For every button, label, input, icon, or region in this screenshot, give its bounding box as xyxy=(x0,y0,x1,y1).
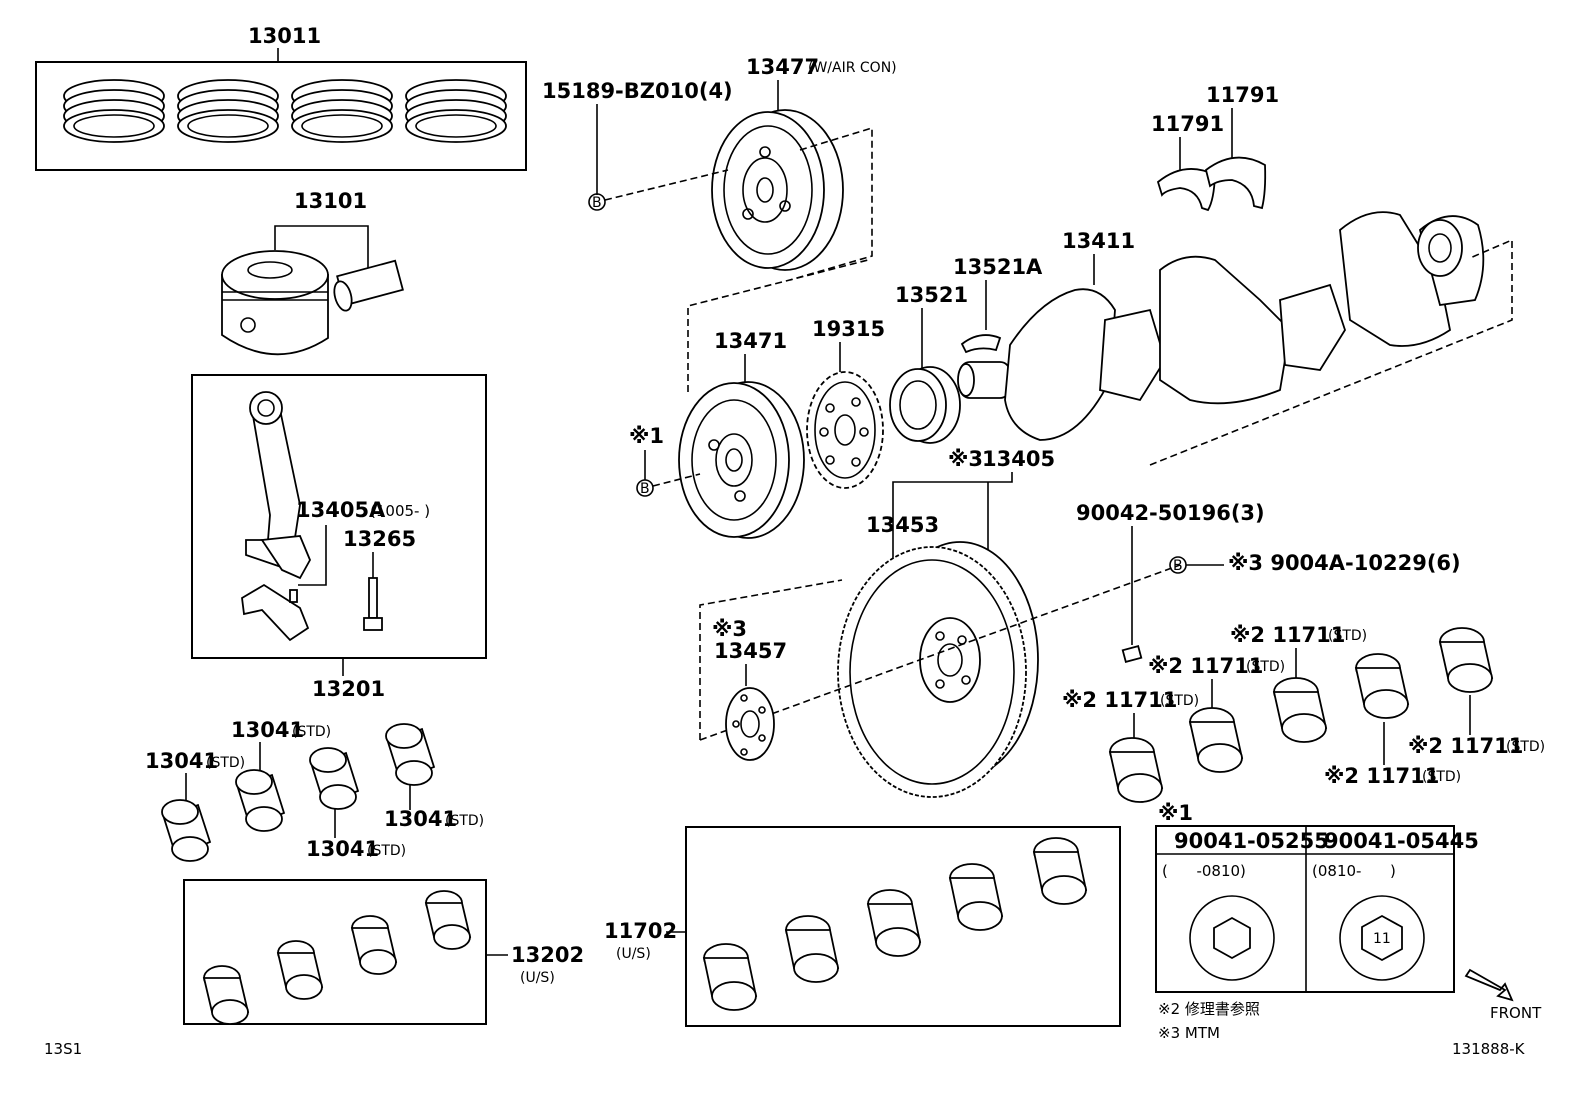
callout-11711-4-note: (STD) xyxy=(1506,739,1545,755)
callout-13011: 13011 xyxy=(248,24,321,48)
callout-11791-a: 11791 xyxy=(1206,83,1279,107)
crank-timing-gear-13521[interactable]: 13521 xyxy=(889,283,968,444)
thrust-washer-set-11791[interactable]: 11791 11791 xyxy=(1151,83,1279,212)
callout-13041-b-note: (STD) xyxy=(206,755,245,771)
reference-b-mark-3: B xyxy=(1169,556,1187,574)
flywheel-plate-13457[interactable]: ※3 13457 xyxy=(712,617,787,761)
timing-rotor-19315[interactable]: 19315 xyxy=(806,317,885,489)
variant-col-1: 90041-05255 xyxy=(1174,829,1329,853)
callout-13202-note: (U/S) xyxy=(520,970,555,986)
dashed-leader-b1 xyxy=(604,169,729,201)
callout-13041-c-note: (STD) xyxy=(445,813,484,829)
footnote-3: ※3 MTM xyxy=(1158,1024,1220,1042)
callout-13101: 13101 xyxy=(294,189,367,213)
callout-90042: 90042-50196(3) xyxy=(1076,501,1265,525)
reference-b-mark-2: B xyxy=(636,479,654,497)
variant-range-1: ( -0810) xyxy=(1162,862,1246,880)
callout-13041-a-note: (STD) xyxy=(292,724,331,740)
callout-11711-3-note: (STD) xyxy=(1160,693,1199,709)
flywheel-13405[interactable]: ※3 13405 13453 xyxy=(699,447,1181,798)
callout-13405A-range: (1005- ) xyxy=(370,502,430,520)
reference-b-mark-1: B xyxy=(588,193,606,211)
callout-13477: 13477 xyxy=(746,55,819,79)
figure-code: 131888-K xyxy=(1452,1040,1526,1058)
variant-table-mark: ※1 xyxy=(1158,801,1193,825)
bolt-size-label: 11 xyxy=(1373,931,1391,947)
front-label: FRONT xyxy=(1490,1004,1542,1022)
main-bearing-set-11711[interactable]: ※2 11711 (STD) ※2 11711 (STD) ※2 11711 (… xyxy=(1062,623,1545,803)
callout-13521A: 13521A xyxy=(953,255,1043,279)
callout-19315: 19315 xyxy=(812,317,885,341)
callout-11711-5: ※2 11711 xyxy=(1324,764,1439,788)
callout-13521: 13521 xyxy=(895,283,968,307)
callout-11711-3: ※2 11711 xyxy=(1062,688,1177,712)
rod-bearing-set-13041[interactable]: 13041 (STD) 13041 (STD) 13041 (STD) 1304… xyxy=(145,718,484,862)
callout-13457-mark: ※3 xyxy=(712,617,747,641)
bolt-head-icon-hex xyxy=(1189,895,1275,981)
callout-13202: 13202 xyxy=(511,943,584,967)
callout-11711-4: ※2 11711 xyxy=(1408,734,1523,758)
document-code: 13S1 xyxy=(44,1040,82,1058)
svg-text:B: B xyxy=(1173,558,1183,574)
callout-13265: 13265 xyxy=(343,527,416,551)
callout-9004A: ※3 9004A-10229(6) xyxy=(1228,551,1461,575)
callout-11702: 11702 xyxy=(604,919,677,943)
callout-13041-c: 13041 xyxy=(384,807,457,831)
variant-range-2: (0810- ) xyxy=(1312,862,1396,880)
crankshaft-13411[interactable]: 13411 xyxy=(957,211,1513,466)
callout-13471: 13471 xyxy=(714,329,787,353)
callout-13457: 13457 xyxy=(714,639,787,663)
callout-13405: 13405 xyxy=(982,447,1055,471)
callout-13041-d: 13041 xyxy=(306,837,379,861)
callout-15189: 15189-BZ010(4) xyxy=(542,79,733,103)
piston-ring-set-13011[interactable]: 13011 xyxy=(35,24,527,171)
front-direction-arrow-icon xyxy=(1464,968,1514,1002)
piston-with-pin-13101[interactable]: 13101 xyxy=(221,189,404,356)
dowel-pin-90042[interactable] xyxy=(1121,645,1143,663)
variant-col-2: 90041-05445 xyxy=(1324,829,1479,853)
callout-11711-2: ※2 11711 xyxy=(1148,654,1263,678)
callout-11711-1-note: (STD) xyxy=(1328,628,1367,644)
svg-text:B: B xyxy=(592,195,602,211)
callout-13405-mark: ※3 xyxy=(948,447,983,471)
callout-13411: 13411 xyxy=(1062,229,1135,253)
main-bearing-us-set-11702[interactable]: 11702 (U/S) xyxy=(604,826,1121,1027)
callout-13201: 13201 xyxy=(312,677,385,701)
mark-1-label: ※1 xyxy=(629,424,664,448)
callout-13405A: 13405A xyxy=(296,498,386,522)
callout-13041-a: 13041 xyxy=(231,718,304,742)
callout-11711-2-note: (STD) xyxy=(1246,659,1285,675)
callout-13477-note: (W/AIR CON) xyxy=(808,60,897,76)
bolt-variant-table: ※1 90041-05255 90041-05445 ( -0810) (081… xyxy=(1155,801,1479,993)
crankshaft-pulley-13471[interactable]: 13471 xyxy=(678,259,869,539)
dashed-leader-b2 xyxy=(652,473,701,487)
crank-key-13521A[interactable]: 13521A xyxy=(953,255,1043,354)
callout-13041-b: 13041 xyxy=(145,749,218,773)
bolt-head-icon-hex-11: 11 xyxy=(1339,895,1425,981)
pulley-13477-air-con[interactable]: 13477 (W/AIR CON) xyxy=(711,55,897,281)
callout-11711-1: ※2 11711 xyxy=(1230,623,1345,647)
callout-13041-d-note: (STD) xyxy=(367,843,406,859)
callout-11711-5-note: (STD) xyxy=(1422,769,1461,785)
footnote-2: ※2 修理書参照 xyxy=(1158,1000,1260,1018)
callout-13453: 13453 xyxy=(866,513,939,537)
callout-11791-b: 11791 xyxy=(1151,112,1224,136)
connecting-rod-assembly-13201[interactable]: 13405A (1005- ) 13265 13201 xyxy=(191,374,487,701)
callout-11702-note: (U/S) xyxy=(616,946,651,962)
svg-text:B: B xyxy=(640,481,650,497)
rod-bearing-us-set-13202[interactable]: 13202 (U/S) xyxy=(183,879,584,1025)
